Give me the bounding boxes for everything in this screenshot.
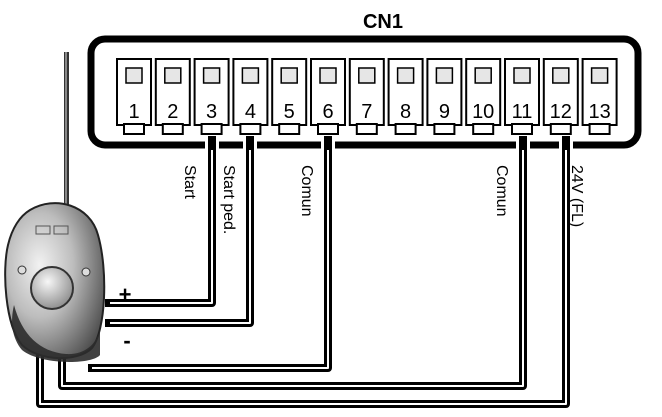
led-icon bbox=[17, 265, 27, 275]
screw-icon bbox=[164, 67, 182, 84]
terminal-number: 5 bbox=[284, 101, 295, 123]
terminal-6: 6 bbox=[310, 58, 346, 135]
terminal-pin bbox=[239, 123, 262, 135]
minus-label: - bbox=[123, 328, 130, 353]
terminal-number: 10 bbox=[472, 101, 494, 123]
terminal-number: 12 bbox=[550, 101, 572, 123]
terminal-pin bbox=[278, 123, 301, 135]
terminal-pin bbox=[317, 123, 339, 135]
terminal-number: 6 bbox=[322, 101, 333, 123]
screw-icon bbox=[474, 67, 492, 84]
terminal-1: 1 bbox=[116, 58, 152, 135]
terminal-5: 5 bbox=[271, 58, 308, 135]
terminal-pin bbox=[549, 123, 572, 135]
terminal-number: 2 bbox=[167, 101, 178, 123]
terminal-3: 3 bbox=[193, 58, 230, 135]
terminal-pin bbox=[511, 123, 533, 135]
terminal-9: 9 bbox=[426, 58, 463, 135]
terminal-pin bbox=[588, 123, 611, 135]
terminal-11: 11 bbox=[504, 58, 540, 135]
device-button-icon bbox=[30, 266, 74, 310]
screw-icon bbox=[552, 67, 570, 84]
terminal-2: 2 bbox=[154, 58, 191, 135]
label-start-ped: Start ped. bbox=[220, 165, 237, 234]
wire-comun-11 bbox=[58, 136, 527, 390]
label-comun-11: Comun bbox=[493, 165, 510, 217]
connector-frame bbox=[87, 35, 642, 149]
terminal-pin bbox=[123, 123, 145, 135]
terminal-pin bbox=[200, 123, 223, 135]
terminal-7: 7 bbox=[348, 58, 385, 135]
receiver-device bbox=[4, 52, 106, 362]
terminal-number: 13 bbox=[588, 101, 610, 123]
terminal-number: 7 bbox=[361, 101, 372, 123]
terminal-number: 3 bbox=[206, 101, 217, 123]
terminal-number: 11 bbox=[512, 101, 533, 123]
terminal-pin bbox=[394, 123, 417, 135]
screw-icon bbox=[125, 67, 143, 84]
terminal-12: 12 bbox=[542, 58, 579, 135]
plus-label: + bbox=[119, 282, 132, 307]
terminal-4: 4 bbox=[232, 58, 269, 135]
label-start: Start bbox=[181, 165, 198, 199]
screw-icon bbox=[202, 67, 221, 84]
terminal-number: 8 bbox=[400, 101, 411, 123]
label-24v: 24V (FL) bbox=[568, 165, 585, 227]
terminal-number: 1 bbox=[128, 101, 139, 123]
terminal-pin bbox=[472, 123, 495, 135]
screw-icon bbox=[241, 67, 260, 84]
terminal-pin bbox=[433, 123, 456, 135]
screw-icon bbox=[358, 67, 376, 84]
terminal-13: 13 bbox=[581, 58, 618, 135]
terminal-pin bbox=[355, 123, 378, 135]
screw-icon bbox=[435, 67, 454, 84]
screw-icon bbox=[513, 67, 531, 84]
terminal-number: 4 bbox=[245, 101, 256, 123]
screw-icon bbox=[396, 67, 415, 84]
screw-icon bbox=[319, 67, 337, 84]
wire-start bbox=[105, 136, 216, 307]
label-comun-6: Comun bbox=[298, 165, 315, 217]
terminal-pin bbox=[161, 123, 184, 135]
terminal-10: 10 bbox=[465, 58, 502, 135]
screw-icon bbox=[280, 67, 298, 84]
connector-title: CN1 bbox=[363, 11, 403, 33]
terminal-number: 9 bbox=[439, 101, 450, 123]
terminal-8: 8 bbox=[387, 58, 424, 135]
terminal-body bbox=[542, 58, 579, 126]
screw-icon bbox=[590, 67, 609, 84]
